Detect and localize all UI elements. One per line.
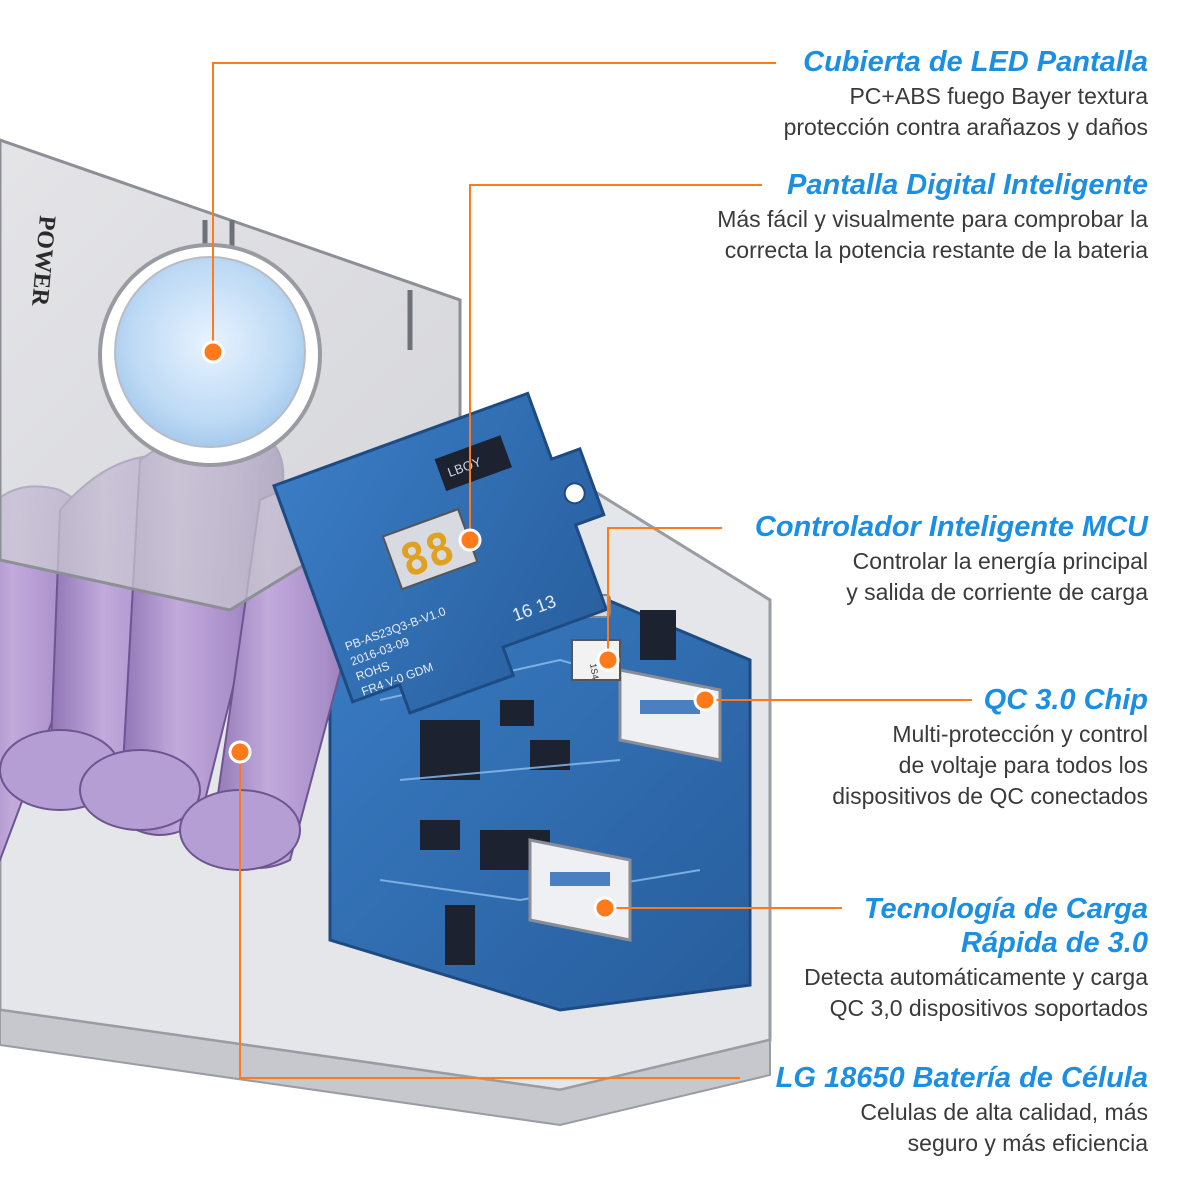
callout-desc-line: Más fácil y visualmente para comprobar l… (717, 206, 1148, 232)
marker-dot-fast-charge (593, 896, 617, 920)
callout-fast-charge: Tecnología de Carga Rápida de 3.0 Detect… (804, 892, 1148, 1024)
callout-title: LG 18650 Batería de Célula (775, 1062, 1148, 1094)
callout-desc-line: seguro y más eficiencia (907, 1130, 1148, 1156)
callout-title: Controlador Inteligente MCU (754, 511, 1148, 543)
callout-battery: LG 18650 Batería de Célula Celulas de al… (776, 1061, 1148, 1159)
marker-dot-qc-chip (693, 688, 717, 712)
callout-desc-line: y salida de corriente de carga (846, 579, 1148, 605)
callout-desc-line: Controlar la energía principal (852, 548, 1148, 574)
callout-description: Multi-protección y control de voltaje pa… (832, 719, 1148, 812)
marker-dot-led-cover (201, 340, 225, 364)
callout-desc-line: de voltaje para todos los (898, 752, 1148, 778)
usb-port-top (618, 668, 722, 762)
marker-dot-mcu (596, 648, 620, 672)
leader-line-digital-display (469, 184, 762, 540)
callout-desc-line: Detecta automáticamente y carga (804, 964, 1148, 990)
mount-hole (563, 482, 586, 505)
callout-mcu: Controlador Inteligente MCU Controlar la… (755, 510, 1148, 608)
callout-desc-line: Multi-protección y control (892, 721, 1148, 747)
callout-led-cover: Cubierta de LED Pantalla PC+ABS fuego Ba… (784, 45, 1148, 143)
marker-dot-battery (228, 740, 252, 764)
leader-line-led-cover (212, 62, 776, 352)
callout-description: Detecta automáticamente y carga QC 3,0 d… (804, 962, 1148, 1024)
callout-title-line: Rápida de 3.0 (961, 927, 1148, 959)
callout-title: QC 3.0 Chip (983, 684, 1148, 716)
callout-title: Cubierta de LED Pantalla (803, 46, 1148, 78)
lower-case-side (0, 1008, 771, 1127)
callout-desc-line: PC+ABS fuego Bayer textura (849, 83, 1148, 109)
led-display-board: 88 LBOY PB-AS23Q3-B-V1.0 2016-03-09 ROHS… (272, 391, 609, 715)
callout-title-line: Tecnología de Carga (863, 893, 1148, 925)
callout-description: Controlar la energía principal y salida … (755, 546, 1148, 608)
callout-description: Más fácil y visualmente para comprobar l… (717, 204, 1148, 266)
marker-dot-digital-display (458, 528, 482, 552)
header-pins (640, 610, 676, 660)
leader-line-mcu (607, 527, 722, 660)
callout-desc-line: protección contra arañazos y daños (783, 114, 1148, 140)
callout-leader-lines (212, 62, 972, 1079)
callout-description: PC+ABS fuego Bayer textura protección co… (784, 81, 1148, 143)
leader-line-battery (239, 752, 740, 1079)
callout-title: Tecnología de Carga Rápida de 3.0 (804, 892, 1148, 960)
callout-desc-line: QC 3,0 dispositivos soportados (829, 995, 1148, 1021)
callout-title: Pantalla Digital Inteligente (787, 169, 1148, 201)
callout-marker-dots (201, 340, 717, 920)
callout-digital-display: Pantalla Digital Inteligente Más fácil y… (717, 168, 1148, 266)
callout-desc-line: dispositivos de QC conectados (832, 783, 1148, 809)
mcu-chip (434, 435, 512, 492)
ic-mark-text: 1S4 (588, 663, 601, 681)
callout-description: Celulas de alta calidad, más seguro y má… (776, 1097, 1148, 1159)
callout-desc-line: correcta la potencia restante de la bate… (724, 237, 1148, 263)
callout-desc-line: Celulas de alta calidad, más (860, 1099, 1148, 1125)
callout-qc-chip: QC 3.0 Chip Multi-protección y control d… (832, 683, 1148, 812)
